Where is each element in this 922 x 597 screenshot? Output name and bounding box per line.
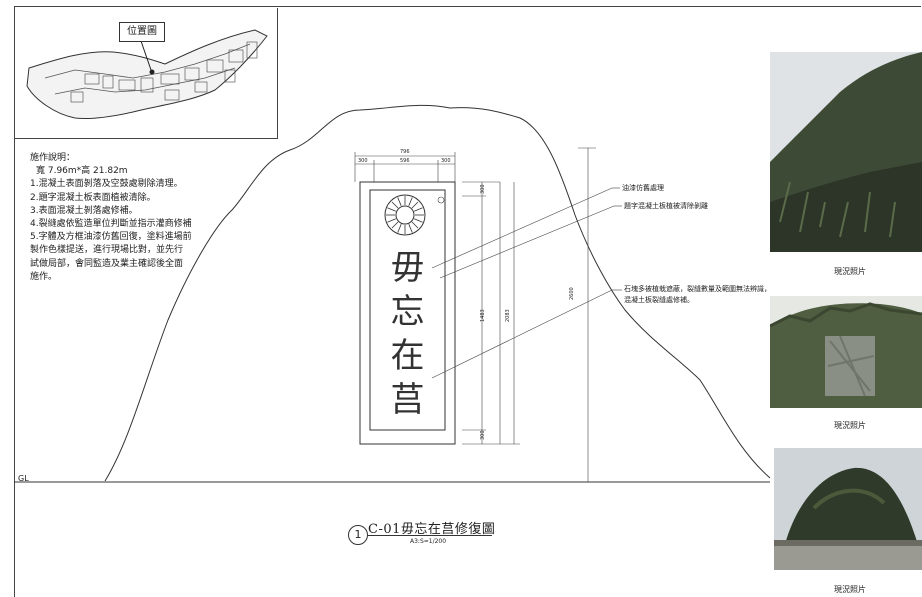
title-underline — [368, 535, 492, 536]
notes-line: 施作。 — [30, 271, 58, 282]
drawing-title: C-01毋忘在莒修復圖 — [368, 522, 496, 537]
dim-top-band: 300 — [480, 184, 486, 194]
monument-inscription: 毋 忘 在 莒 — [370, 246, 445, 422]
emblem-sun-icon — [384, 194, 426, 236]
site-photo-2-image — [770, 296, 922, 408]
drawing-frame — [14, 6, 921, 597]
notes-line: 3.表面混凝土剝落處修補。 — [30, 205, 138, 216]
inscription-char: 忘 — [390, 292, 425, 332]
dim-total-width: 796 — [400, 149, 410, 155]
dim-bottom-band: 300 — [480, 430, 486, 440]
photo-caption-1: 現況照片 — [834, 267, 866, 276]
notes-line: 1.混凝土表面剝落及空鼓處剔除清理。 — [30, 179, 183, 190]
notes-heading: 施作說明： — [30, 153, 76, 163]
drawing-number: 1 — [348, 525, 368, 545]
drawing-scale: A3:S=1/200 — [410, 538, 447, 545]
monument-inner — [369, 189, 446, 431]
callout-stone: 石塊多被植栽遮蔽，裂縫數量及範圍無法辨識， — [624, 285, 771, 293]
inscription-char: 在 — [390, 336, 425, 376]
notes-size: 寬 7.96m*高 21.82m — [36, 166, 128, 177]
site-photo-1 — [770, 52, 922, 252]
photo-caption-3: 現況照片 — [834, 585, 866, 594]
dim-left: 300 — [358, 158, 368, 164]
notes-line: 2.題字混凝土板表面植被清除。 — [30, 192, 156, 203]
dim-middle: 596 — [400, 158, 410, 164]
rock-outline — [104, 104, 771, 482]
notes-line: 試做局部，會同監造及業主確認後全面 — [30, 258, 184, 269]
notes-line: 5.字體及方框油漆仿舊回復，塗料進場前 — [30, 232, 192, 243]
notes-line: 製作色樣提送，進行現場比對，並先行 — [30, 245, 184, 256]
dim-panel-height: 1483 — [480, 309, 486, 322]
inscription-char: 莒 — [390, 380, 425, 420]
dim-right: 300 — [441, 158, 451, 164]
notes-line: 4.裂縫處依監造單位判斷並指示灌商修補 — [30, 219, 192, 230]
location-map-sketch — [26, 29, 268, 119]
dim-overall-height: 2600 — [569, 287, 575, 300]
callout-leaders — [431, 187, 622, 379]
callout-vegetation: 題字混凝土板植被清除剝離 — [624, 202, 708, 210]
callout-crack: 混凝土板裂縫處修補。 — [624, 296, 694, 304]
site-photo-3 — [774, 448, 922, 570]
side-dimensions — [462, 147, 596, 482]
dim-mid-height: 2083 — [505, 309, 511, 322]
callout-paint: 油漆仿舊處理 — [622, 184, 664, 192]
site-photo-1-image — [770, 52, 922, 252]
location-map-label: 位置圖 — [119, 22, 165, 42]
location-map: 位置圖 — [15, 8, 278, 139]
inscription-char: 毋 — [390, 248, 425, 288]
ground-line-label: GL — [18, 474, 29, 483]
construction-notes: 施作說明： 寬 7.96m*高 21.82m 1.混凝土表面剝落及空鼓處剔除清理… — [30, 152, 216, 284]
site-photo-3-image — [774, 448, 922, 570]
top-dimensions — [354, 152, 456, 182]
site-photo-2 — [770, 296, 922, 408]
photo-caption-2: 現況照片 — [834, 421, 866, 430]
